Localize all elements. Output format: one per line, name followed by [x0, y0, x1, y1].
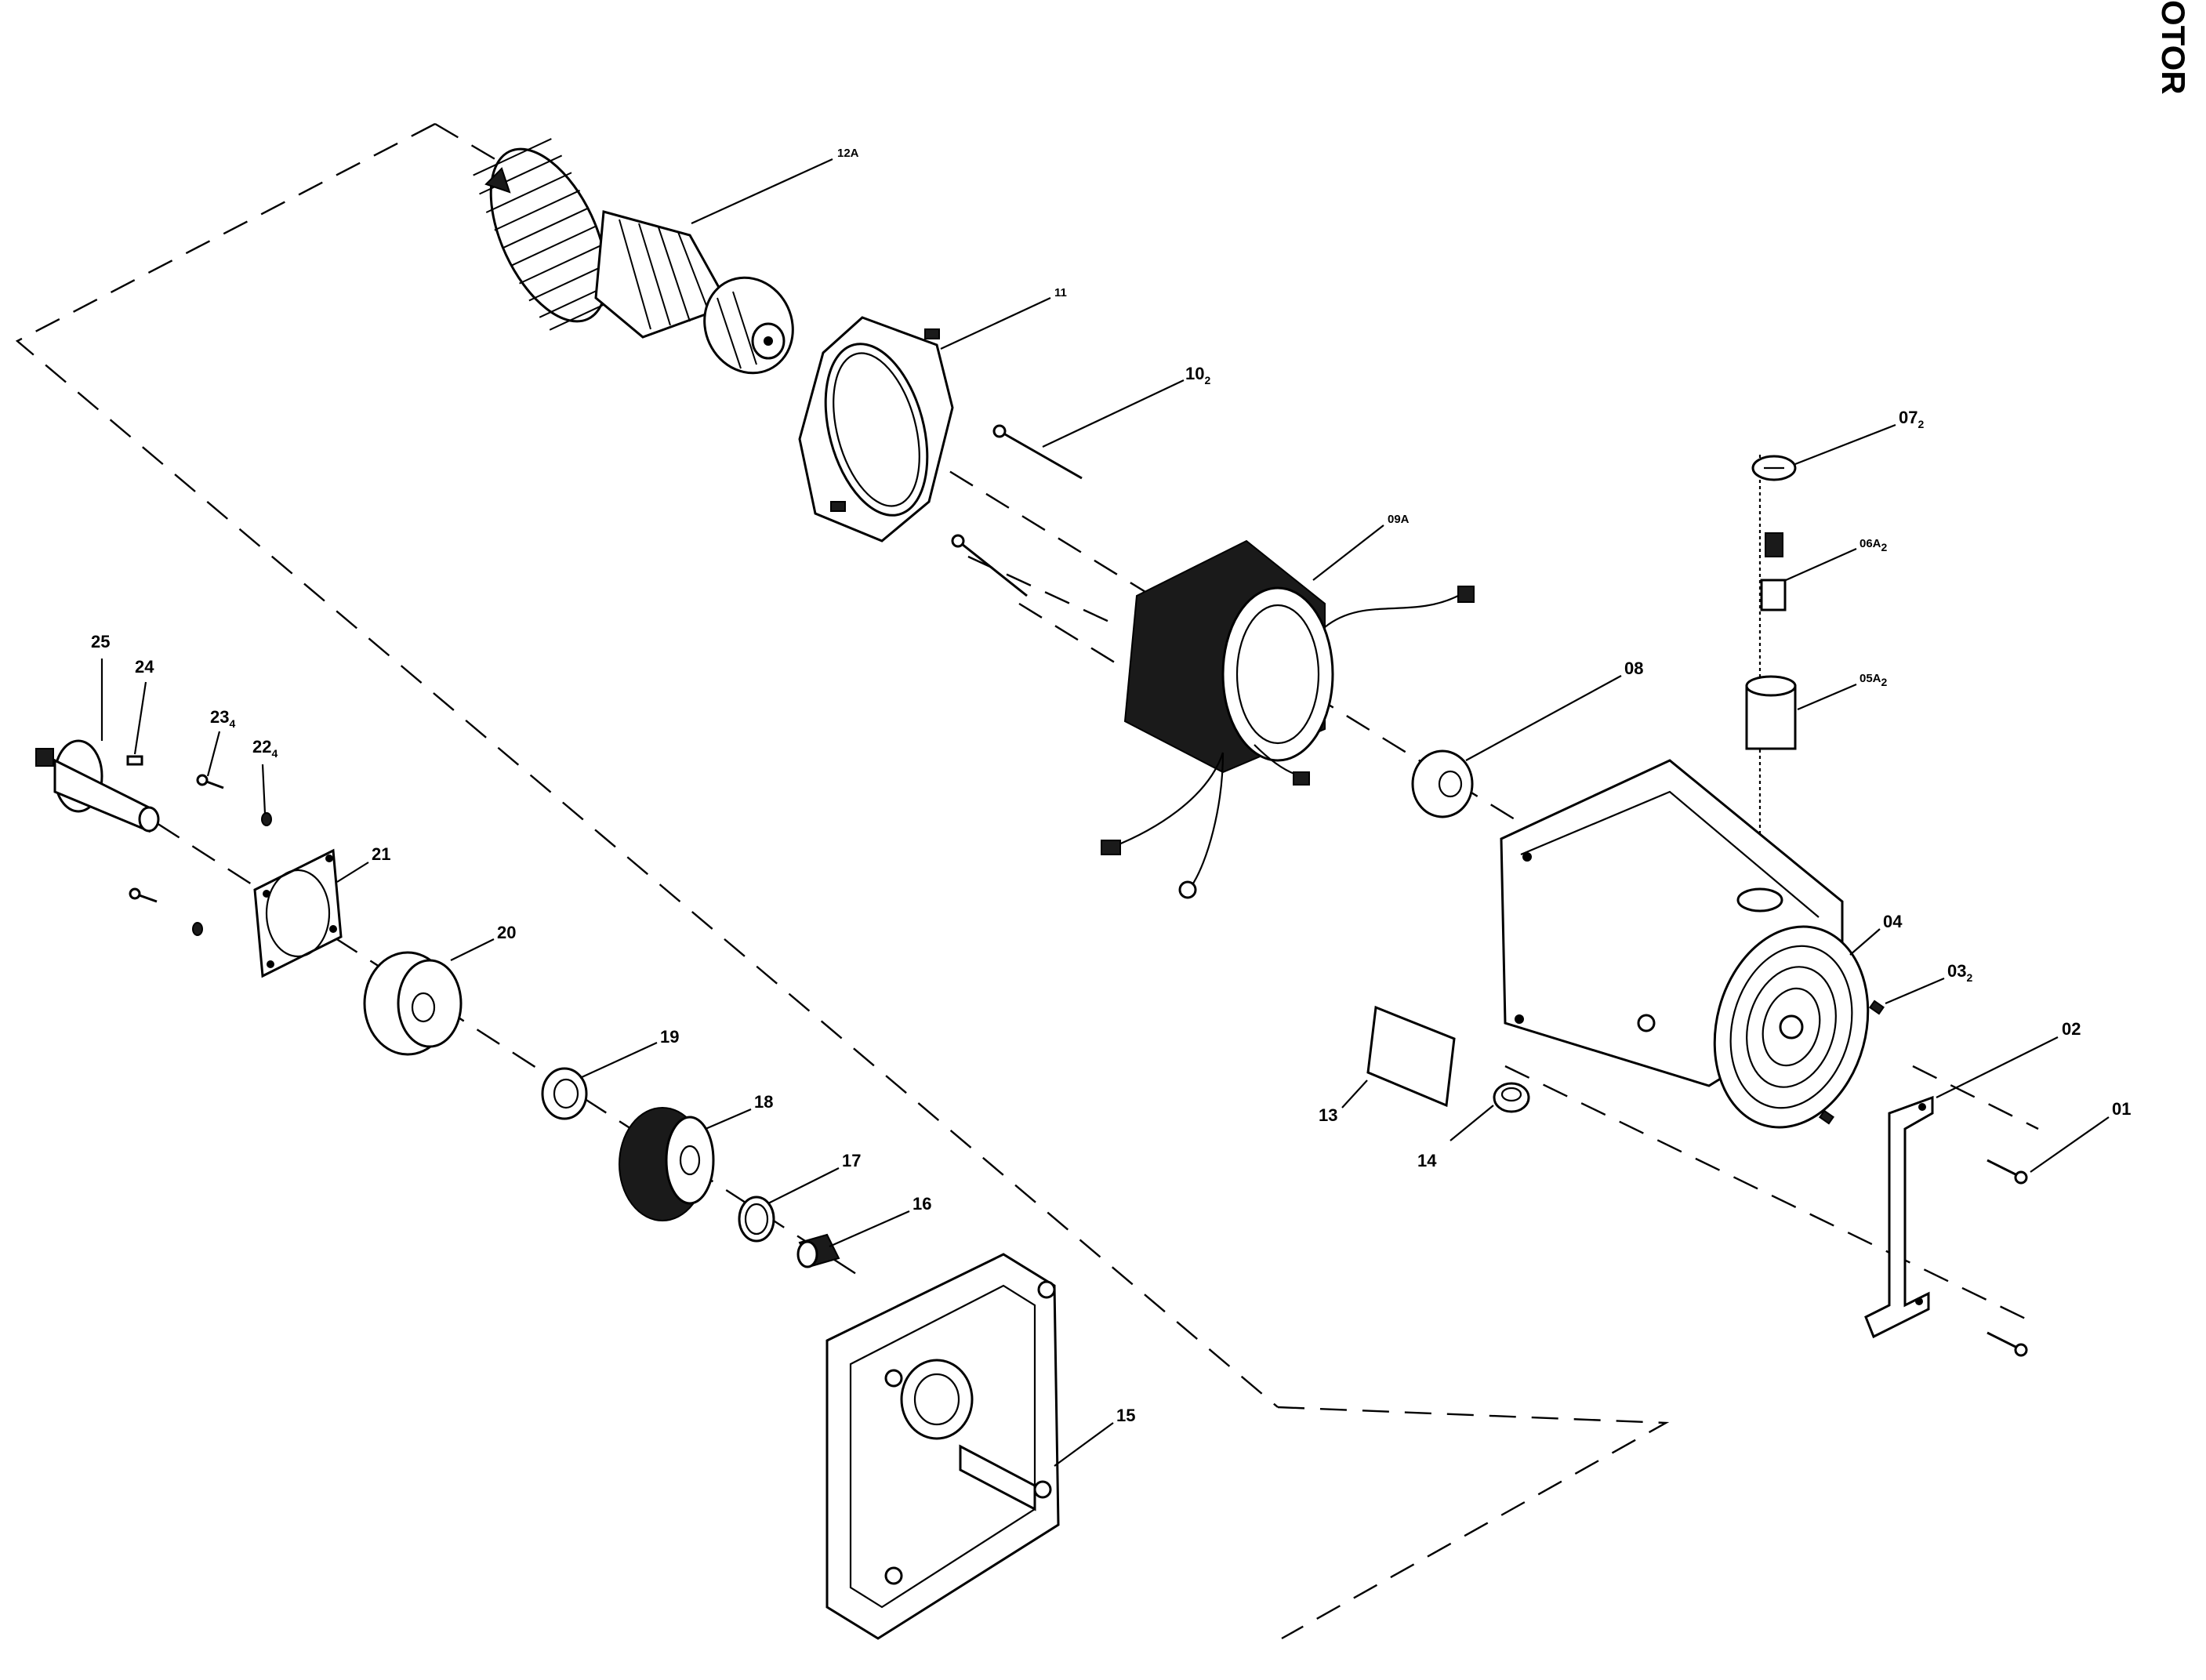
callout-18: 18 [754, 1092, 773, 1112]
gasket-plate [253, 848, 343, 978]
callout-labels: 12A 11 102 09A 072 06A2 05A2 08 04 032 0… [91, 147, 2131, 1425]
mounting-bracket [1864, 1095, 2028, 1357]
snap-ring-and-sleeve [738, 1196, 840, 1268]
callout-15: 15 [1116, 1406, 1135, 1425]
callout-04: 04 [1883, 912, 1903, 931]
brush-holder-plate [798, 316, 954, 542]
bearing-part [1411, 749, 1474, 818]
callout-20: 20 [497, 923, 516, 942]
callout-10: 102 [1185, 364, 1210, 386]
through-bolts [951, 424, 1083, 597]
output-shaft-assembly [35, 739, 272, 936]
bushing-part [541, 1067, 588, 1120]
gearbox-bearing [363, 951, 463, 1056]
callout-05A: 05A2 [1859, 672, 1888, 688]
brush-assembly [1745, 455, 1797, 750]
small-hardware [1366, 1000, 1885, 1125]
callout-03: 032 [1947, 961, 1972, 984]
gear-housing-part [825, 1253, 1060, 1640]
callout-09A: 09A [1388, 513, 1410, 526]
field-stator-part [1101, 539, 1475, 899]
callout-14: 14 [1417, 1151, 1437, 1170]
callout-21: 21 [372, 844, 390, 864]
callout-12A: 12A [837, 147, 859, 160]
callout-24: 24 [135, 657, 154, 677]
callout-16: 16 [913, 1194, 931, 1214]
motor-housing-part [1500, 759, 1870, 1129]
leader-lines [100, 158, 2110, 1467]
callout-17: 17 [842, 1151, 861, 1170]
callout-01: 01 [2112, 1099, 2131, 1119]
callout-11: 11 [1054, 286, 1067, 299]
gear-part [619, 1107, 715, 1221]
callout-22: 224 [252, 737, 278, 760]
callout-08: 08 [1624, 659, 1643, 678]
armature-part [473, 138, 794, 375]
callout-02: 02 [2062, 1019, 2081, 1039]
callout-23: 234 [210, 707, 235, 730]
assembly-envelope [15, 122, 1670, 1640]
callout-06A: 06A2 [1859, 537, 1888, 553]
callout-07: 072 [1899, 408, 1924, 430]
callout-19: 19 [660, 1027, 679, 1047]
callout-25: 25 [91, 632, 110, 651]
callout-13: 13 [1319, 1105, 1337, 1125]
section-title: OTOR [2155, 0, 2192, 95]
